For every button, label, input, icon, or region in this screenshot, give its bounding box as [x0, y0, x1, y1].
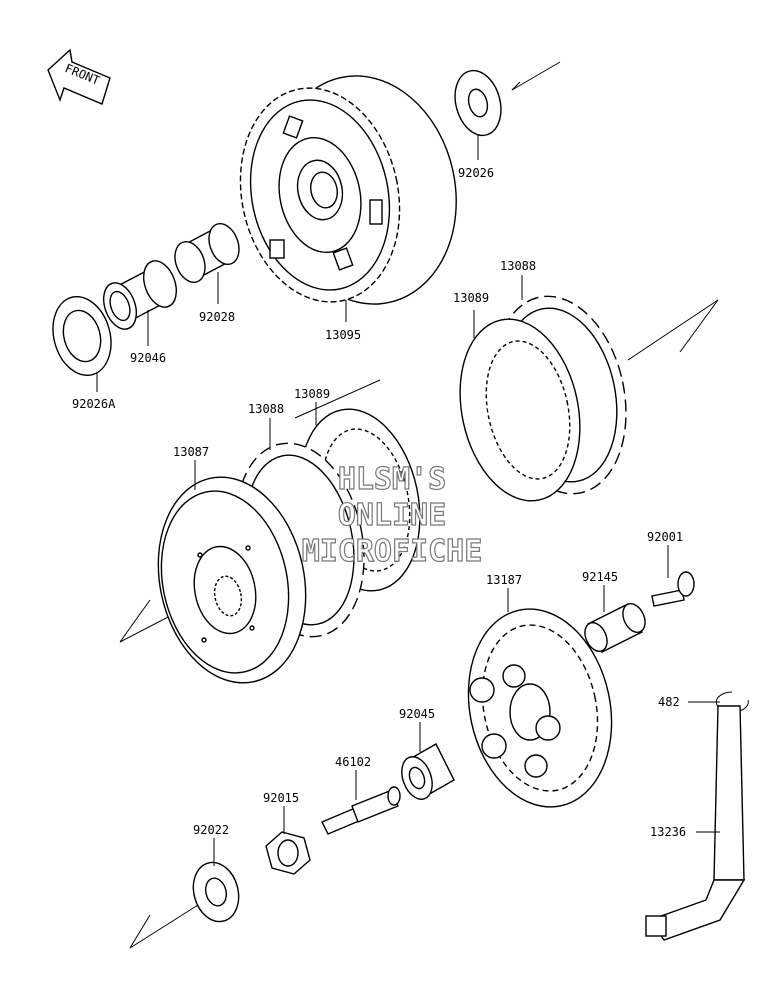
push-rod-46102 — [321, 786, 401, 835]
pressure-plate-13187 — [467, 608, 613, 808]
front-arrow-icon: FRONT — [47, 48, 111, 105]
part-label-92026: 92026 — [458, 166, 494, 180]
watermark-line-2: ONLINE — [338, 498, 446, 533]
part-label-13089-right: 13089 — [453, 291, 489, 305]
part-label-13089-left: 13089 — [294, 387, 330, 401]
part-label-92145: 92145 — [582, 570, 618, 584]
part-labels: 92026 92028 92046 92026A 13095 13088 130… — [72, 166, 686, 839]
part-label-92001: 92001 — [647, 530, 683, 544]
leader-lines — [96, 135, 720, 866]
nut-92015 — [265, 831, 311, 875]
part-label-482: 482 — [658, 695, 680, 709]
clutch-hub-13087 — [157, 476, 307, 684]
part-label-46102: 46102 — [335, 755, 371, 769]
part-label-92046: 92046 — [130, 351, 166, 365]
part-label-13095: 13095 — [325, 328, 361, 342]
needle-bearing-92046 — [102, 260, 178, 330]
washer-92026 — [454, 69, 502, 137]
watermark: HLSM'S ONLINE MICROFICHE — [301, 461, 483, 569]
part-label-92022: 92022 — [193, 823, 229, 837]
watermark-line-1: HLSM'S — [338, 462, 446, 497]
steel-plate-13089-right — [459, 318, 581, 502]
washer-92026A — [52, 295, 112, 377]
part-label-13236: 13236 — [650, 825, 686, 839]
part-label-13088-left: 13088 — [248, 402, 284, 416]
bolt-92001 — [651, 571, 695, 607]
spring-92145 — [584, 603, 646, 653]
release-shaft-13236 — [645, 705, 746, 941]
part-label-13088-right: 13088 — [500, 259, 536, 273]
ball-bearing-92045 — [401, 743, 455, 800]
part-label-13087: 13087 — [173, 445, 209, 459]
part-label-92028: 92028 — [199, 310, 235, 324]
watermark-line-3: MICROFICHE — [302, 534, 483, 569]
clutch-housing-13095 — [239, 75, 457, 305]
washer-92022 — [192, 861, 240, 923]
part-label-92026A: 92026A — [72, 397, 116, 411]
part-label-13187: 13187 — [486, 573, 522, 587]
bushing-92028 — [174, 222, 240, 284]
part-label-92015: 92015 — [263, 791, 299, 805]
part-label-92045: 92045 — [399, 707, 435, 721]
